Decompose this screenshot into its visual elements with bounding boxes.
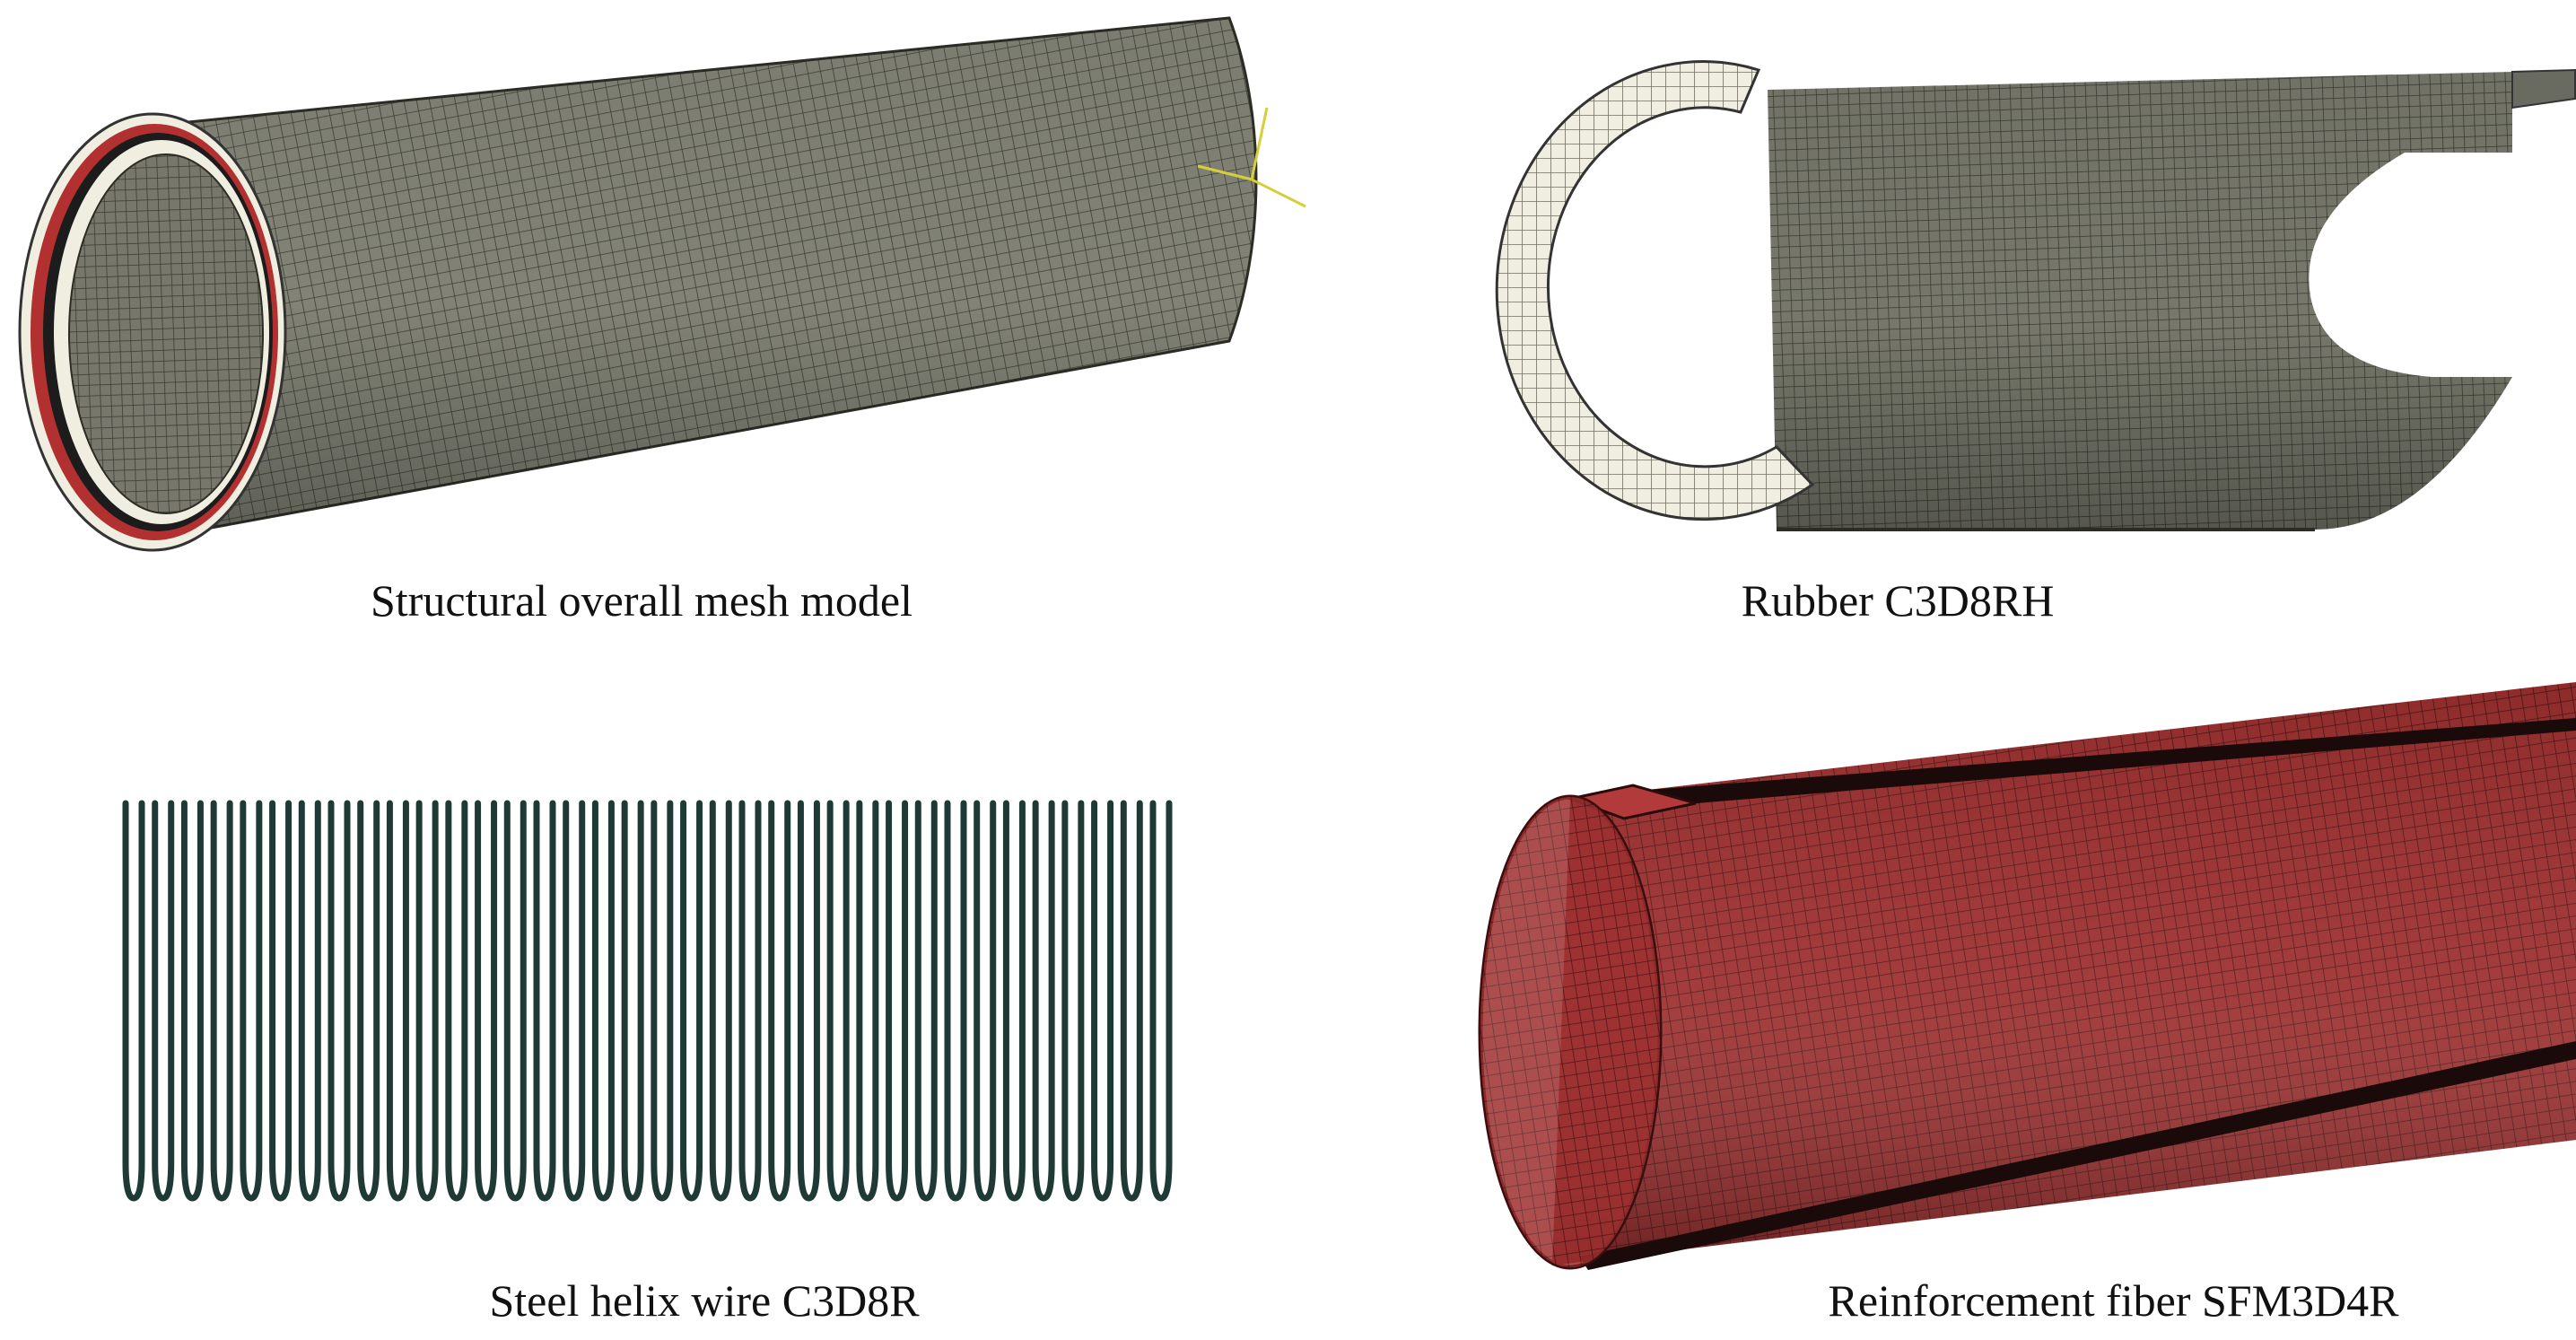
helix-coil bbox=[475, 800, 498, 1202]
axis-triad-icon bbox=[1197, 107, 1306, 208]
helix-coil bbox=[768, 800, 791, 1202]
helix-coil bbox=[797, 800, 820, 1202]
helix-coil bbox=[826, 800, 850, 1202]
helix-coil bbox=[180, 800, 204, 1202]
fiber-layer-illustration bbox=[1478, 682, 2576, 1270]
helix-coil bbox=[914, 800, 938, 1202]
panel-overall-mesh bbox=[0, 0, 1400, 574]
helix-coil bbox=[1061, 800, 1085, 1202]
helix-coil bbox=[1002, 800, 1026, 1202]
helix-coil bbox=[357, 800, 380, 1202]
helix-coil bbox=[1032, 800, 1055, 1202]
helix-coil bbox=[709, 800, 732, 1202]
helix-coil bbox=[269, 800, 293, 1202]
rubber-section-illustration bbox=[1495, 60, 2576, 531]
helix-coil bbox=[563, 800, 586, 1202]
helix-coil bbox=[210, 800, 233, 1202]
caption-overall: Structural overall mesh model bbox=[370, 575, 913, 626]
helix-coil bbox=[152, 800, 175, 1202]
caption-fiber: Reinforcement fiber SFM3D4R bbox=[1828, 1275, 2399, 1326]
caption-helix: Steel helix wire C3D8R bbox=[489, 1275, 920, 1326]
helix-coil bbox=[856, 800, 879, 1202]
helix-coil bbox=[738, 800, 762, 1202]
helix-coil bbox=[680, 800, 703, 1202]
helix-coil bbox=[445, 800, 468, 1202]
helix-coil bbox=[1091, 800, 1114, 1202]
helix-coil bbox=[651, 800, 674, 1202]
helix-coil bbox=[415, 800, 439, 1202]
helix-coil bbox=[886, 800, 909, 1202]
helix-coil bbox=[122, 800, 145, 1202]
helix-coil bbox=[240, 800, 263, 1202]
helix-coil bbox=[974, 800, 997, 1202]
helix-coil bbox=[1120, 800, 1143, 1202]
helix-wire-illustration bbox=[122, 800, 1173, 1202]
helix-coil bbox=[944, 800, 967, 1202]
helix-coil bbox=[533, 800, 556, 1202]
caption-rubber: Rubber C3D8RH bbox=[1741, 575, 2055, 626]
overall-mesh-illustration bbox=[18, 16, 1306, 552]
helix-coil bbox=[1149, 800, 1173, 1202]
helix-coil bbox=[298, 800, 321, 1202]
helix-coil bbox=[386, 800, 409, 1202]
panel-rubber bbox=[1436, 0, 2576, 574]
panel-fiber bbox=[1400, 682, 2576, 1274]
helix-coil bbox=[591, 800, 615, 1202]
panel-helix bbox=[0, 718, 1400, 1221]
helix-coil bbox=[503, 800, 527, 1202]
helix-coil bbox=[621, 800, 644, 1202]
helix-coil bbox=[327, 800, 351, 1202]
